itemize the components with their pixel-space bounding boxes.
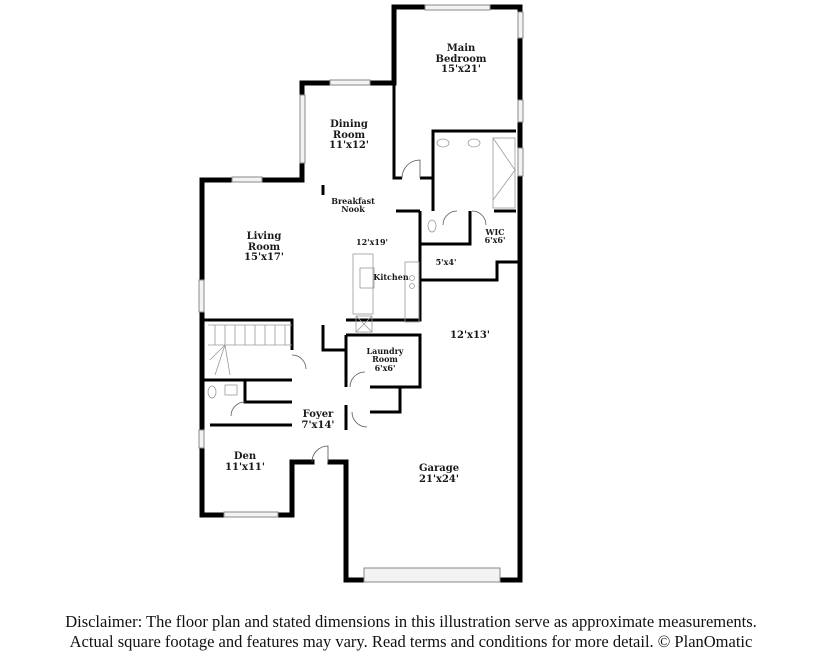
room-name-line1: WIC: [485, 227, 505, 237]
room-dims: 7'x14': [301, 419, 335, 431]
room-label-kitchen: Kitchen: [373, 272, 409, 282]
room-label-wic: WIC 6'x6': [485, 228, 506, 245]
room-name-line1: Main: [446, 43, 476, 54]
room-name-line1: Den: [233, 451, 257, 462]
room-label-living-room: Living Room 15'x17': [244, 231, 284, 264]
room-dims: 6'x6': [374, 362, 396, 373]
room-dims-kitchen: 12'x19': [356, 237, 388, 247]
disclaimer-line-2: Actual square footage and features may v…: [69, 632, 753, 651]
room-label-foyer: Foyer 7'x14': [301, 409, 335, 431]
room-label-main-bedroom: Main Bedroom 15'x21': [435, 43, 487, 76]
exterior-walls: [199, 4, 523, 583]
room-dims: 15'x17': [244, 252, 284, 263]
room-name-line1: Laundry: [366, 346, 404, 356]
floor-plan-drawing: [198, 4, 524, 583]
room-label-breakfast-nook: Breakfast Nook: [331, 197, 375, 214]
room-name-line1: Dining: [330, 119, 368, 130]
room-name-line1: Garage: [418, 463, 460, 474]
room-name-line1: Foyer: [302, 409, 334, 420]
room-dims: 11'x11': [225, 461, 265, 473]
room-name-line2: Room: [332, 129, 366, 141]
room-name-line2: Bedroom: [435, 53, 487, 65]
room-dims: 15'x21': [441, 64, 481, 75]
room-label-den: Den 11'x11': [225, 451, 265, 473]
room-label-dining-room: Dining Room 11'x12': [329, 119, 369, 152]
windows: [198, 4, 524, 583]
room-dims: 11'x12': [329, 140, 369, 151]
doors: [230, 159, 487, 463]
room-dims: 6'x6': [484, 235, 506, 246]
disclaimer-line-1: Disclaimer: The floor plan and stated di…: [65, 612, 757, 631]
fixtures: [207, 137, 516, 399]
room-label-laundry-room: Laundry Room 6'x6': [366, 346, 404, 373]
room-name-line2: Nook: [341, 204, 365, 215]
room-name-line2: Room: [372, 354, 398, 365]
room-label-garage: Garage 21'x24': [418, 463, 460, 485]
disclaimer: Disclaimer: The floor plan and stated di…: [0, 612, 822, 652]
room-name-line2: Room: [247, 241, 281, 253]
room-name-line1: Living: [246, 231, 282, 242]
room-dims: 21'x24': [419, 473, 459, 485]
room-dims-unlabeled: 12'x13': [450, 330, 490, 341]
room-name-line1: Breakfast: [331, 196, 375, 206]
room-dims-hall-bath: 5'x4': [435, 257, 457, 267]
